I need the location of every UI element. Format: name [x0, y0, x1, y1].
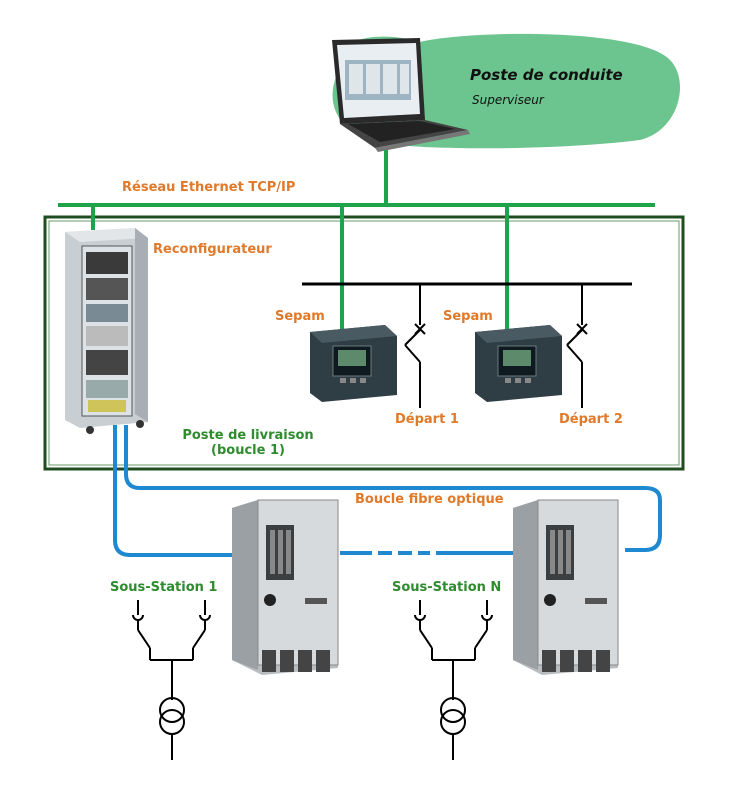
ethernet-label: Réseau Ethernet TCP/IP — [122, 180, 296, 195]
cabinet-icon — [65, 228, 148, 434]
substation-1-schematic — [132, 600, 211, 760]
delivery-frame — [43, 215, 685, 471]
sepam-relay-1-icon — [310, 325, 397, 402]
substation-1-cabinet-icon — [232, 499, 339, 675]
sepam-relay-2-icon — [475, 325, 562, 402]
fiber-loop — [113, 425, 235, 557]
supervisor-subtitle: Superviseur — [472, 93, 544, 107]
substation-1-label: Sous-Station 1 — [110, 580, 218, 595]
delivery-label: Poste de livraison (boucle 1) — [168, 428, 328, 458]
substation-n-cabinet-icon — [513, 499, 619, 675]
sepam-2-label: Sepam — [443, 309, 493, 324]
delivery-label-line2: (boucle 1) — [211, 443, 285, 458]
substation-n-label: Sous-Station N — [392, 580, 502, 595]
sepam-1-label: Sepam — [275, 309, 325, 324]
delivery-label-line1: Poste de livraison — [182, 428, 314, 443]
laptop-icon — [332, 38, 470, 152]
feeder-2-label: Départ 2 — [559, 412, 623, 427]
fiber-loop-label: Boucle fibre optique — [355, 492, 504, 507]
feeder-1-label: Départ 1 — [395, 412, 459, 427]
substation-n-schematic — [414, 600, 493, 760]
cabinet-label: Reconfigurateur — [153, 242, 272, 257]
supervisor-title: Poste de conduite — [470, 66, 623, 84]
